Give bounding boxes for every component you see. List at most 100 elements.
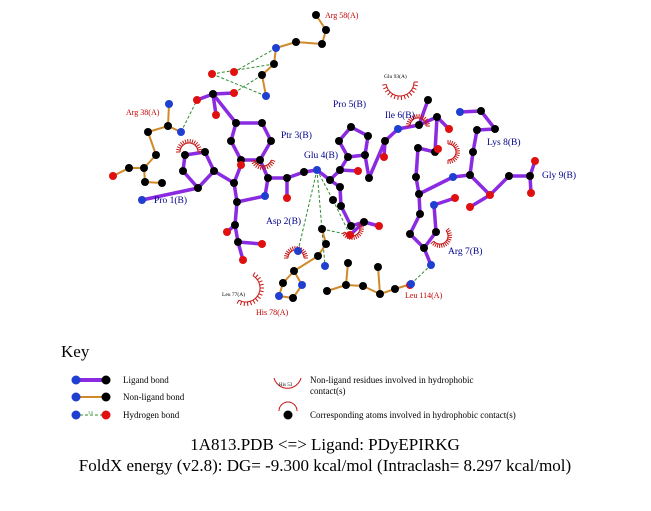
hydrophobic-tick <box>257 165 260 170</box>
atom-s3 <box>234 238 242 246</box>
hydrophobic-arc-curve <box>409 117 427 127</box>
atom-z6 <box>477 107 485 115</box>
atom-a7 <box>258 71 266 79</box>
atom-u12 <box>322 240 330 248</box>
hydrophobic-tick <box>424 118 429 122</box>
atom-w4 <box>361 151 369 159</box>
residue-label-glu4: Glu 4(B) <box>304 150 338 161</box>
hydrophobic-arc-curve <box>385 81 415 97</box>
hydrophobic-tick <box>434 242 437 248</box>
hydrophobic-tick <box>291 246 295 251</box>
hydrophobic-tick <box>406 93 410 98</box>
residue-label-lys8: Lys 8(B) <box>487 137 521 148</box>
hydrophobic-tick <box>259 283 264 286</box>
non-ligand-bond-28 <box>377 266 381 295</box>
caption-line-2: FoldX energy (v2.8): DG= -9.300 kcal/mol… <box>79 456 571 475</box>
atom-y9 <box>427 261 435 269</box>
hydrophobic-tick <box>432 241 436 246</box>
key-non-ligand-bond <box>71 392 111 402</box>
hydrophobic-tick <box>446 229 451 233</box>
atom-a8 <box>262 92 270 100</box>
atom-q1 <box>138 196 146 204</box>
key-ligand-bond-atom-n <box>71 375 81 385</box>
atom-q6 <box>179 167 187 175</box>
hydrophobic-tick <box>250 159 255 162</box>
key-hydrogen-bond: 3.0 <box>71 410 111 420</box>
hydrophobic-tick <box>422 116 427 121</box>
atom-q9 <box>233 198 241 206</box>
hydrogen-bond-layer <box>180 47 432 285</box>
hydrophobic-tick <box>254 274 259 278</box>
hydrophobic-tick <box>452 158 456 163</box>
hydrophobic-tick <box>407 118 412 122</box>
atom-y1 <box>412 173 420 181</box>
key-non-ligand-bond-atom-c <box>101 392 111 402</box>
atom-a4 <box>292 38 300 46</box>
hydrophobic-tick <box>302 250 307 254</box>
hydrophobic-tick <box>419 114 423 119</box>
hydrophobic-tick <box>446 239 451 243</box>
atom-x10 <box>434 145 442 153</box>
atom-r2 <box>258 119 266 127</box>
hydrophobic-tick <box>450 140 454 145</box>
atom-z8 <box>486 191 494 199</box>
atom-w5 <box>344 153 352 161</box>
atom-a6 <box>270 60 278 68</box>
hydrophobic-tick <box>354 235 358 240</box>
atom-l4 <box>359 282 367 290</box>
residue-label-pro1: Pro 1(B) <box>154 195 187 206</box>
atom-x2 <box>381 137 389 145</box>
hydrogen-bond-10 <box>410 264 432 285</box>
atom-layer <box>109 11 539 302</box>
key-hydrophobic-residue-example: His 53 <box>279 383 293 388</box>
atom-w1 <box>335 137 343 145</box>
key-title: Key <box>61 342 90 361</box>
key-hydrogen-bond-atom-n <box>71 410 81 420</box>
atom-q2 <box>181 151 189 159</box>
hydrophobic-tick <box>440 243 443 248</box>
hydrophobic-tick <box>445 227 450 232</box>
hydrophobic-arc-curve <box>238 275 261 303</box>
hydrophobic-arc-pro1-ring <box>176 139 202 153</box>
atom-h5 <box>275 292 283 300</box>
hydrogen-bond-3 <box>180 99 198 133</box>
ligand-bond-24 <box>235 194 267 204</box>
atom-u6 <box>347 222 355 230</box>
hydrophobic-arc-ile6-carbon <box>406 114 430 127</box>
hydrophobic-tick <box>252 299 256 304</box>
hydrophobic-tick <box>447 236 452 239</box>
atom-a3 <box>318 40 326 48</box>
hydrophobic-tick <box>239 301 243 306</box>
hydrophobic-label-leu77: Leu 77(A) <box>222 291 245 298</box>
hydrophobic-tick <box>303 255 308 257</box>
hydrophobic-tick <box>236 299 240 304</box>
hydrophobic-tick <box>270 161 275 165</box>
hydrophobic-tick <box>413 84 418 87</box>
residue-label-ile6: Ile 6(B) <box>385 110 415 121</box>
hydrophobic-tick <box>253 162 257 167</box>
atom-u13 <box>314 252 322 260</box>
hydrophobic-tick <box>249 301 253 306</box>
non-ligand-bond-21 <box>293 255 319 272</box>
non-ligand-bond-10 <box>147 131 157 156</box>
ligand-bond-63 <box>432 203 438 234</box>
hydrophobic-tick <box>197 148 202 151</box>
hydrogen-bond-6 <box>316 169 326 267</box>
atom-u2 <box>313 166 321 174</box>
atom-z4 <box>473 126 481 134</box>
atom-w8 <box>365 174 373 182</box>
atom-g6 <box>140 164 148 172</box>
atom-a10 <box>208 70 216 78</box>
hydrogen-bond-1 <box>211 63 275 75</box>
hydrophobic-tick <box>258 293 263 296</box>
atom-g9 <box>109 172 117 180</box>
residue-label-pro5: Pro 5(B) <box>333 99 366 110</box>
residue-label-ptr3: Ptr 3(B) <box>281 130 312 141</box>
hydrophobic-tick <box>266 165 269 170</box>
hydrophobic-tick <box>287 248 292 253</box>
hydrophobic-tick <box>269 162 273 167</box>
key-hydrophobic-atom <box>278 401 298 420</box>
ligand-bond-3 <box>211 92 238 125</box>
caption-line-1: 1A813.PDB <=> Ligand: PDyEPIRKG <box>190 435 460 454</box>
hydrophobic-tick <box>257 295 261 299</box>
